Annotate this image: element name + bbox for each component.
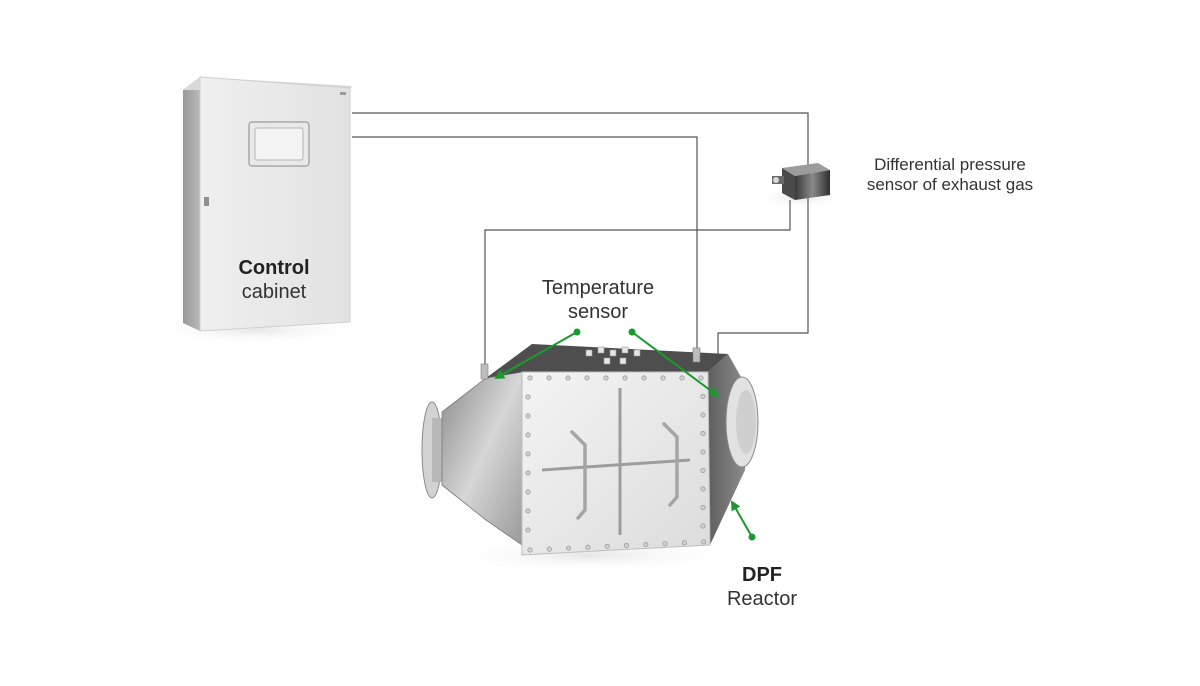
temp-sensor-right-stub-icon [692, 347, 701, 363]
bolt-icon [622, 375, 628, 381]
temp-sensor-left-stub-icon [480, 363, 489, 380]
dpf-pointer [731, 500, 753, 538]
bolt-icon [662, 541, 668, 547]
pressure-sensor-body [795, 170, 830, 200]
bolt-icon [679, 375, 685, 381]
panel-rod-right [662, 422, 679, 507]
bolt-icon [527, 375, 533, 381]
panel-bolts [525, 375, 707, 553]
panel-rod-left [570, 430, 587, 520]
bolt-icon [700, 393, 706, 399]
bolt-icon [525, 489, 531, 495]
temp-pointer-right-dot [628, 328, 636, 336]
bolt-icon [585, 544, 591, 550]
pointers [494, 331, 753, 538]
bolt-icon [546, 546, 552, 552]
pressure-sensor-device [772, 163, 830, 200]
bolt-icon [527, 547, 533, 553]
control-cabinet [183, 76, 352, 332]
bolt-icon [700, 467, 706, 473]
temperature-sensor-label: Temperature sensor [510, 276, 686, 324]
bolt-icon [660, 375, 666, 381]
temp-pointer-left-dot [573, 328, 581, 336]
wire-pressure-sensor-to-temp-sensor-left [484, 200, 791, 368]
pressure-sensor-top [782, 163, 830, 176]
control-cabinet-label: Control cabinet [200, 256, 348, 304]
dpf-pointer-dot [748, 533, 756, 541]
cabinet-display-icon [254, 127, 304, 161]
bolt-icon [700, 486, 706, 492]
bolt-icon [525, 394, 531, 400]
bolt-icon [698, 375, 704, 381]
pressure-sensor-label-line1: Differential pressure [874, 155, 1026, 174]
bolt-icon [525, 470, 531, 476]
wiring [352, 112, 809, 368]
bolt-icon [603, 375, 609, 381]
inlet-pipe [432, 418, 444, 482]
cabinet-badge-icon [340, 92, 346, 95]
bolt-icon [525, 413, 531, 419]
cabinet-handle-icon [204, 197, 209, 206]
control-cabinet-label-normal: cabinet [241, 281, 307, 303]
control-cabinet-label-bold: Control [238, 257, 310, 279]
panel-rib-horizontal [541, 458, 691, 472]
top-ports [585, 346, 641, 365]
temperature-sensor-label-line1: Temperature [541, 277, 655, 299]
bolt-icon [525, 432, 531, 438]
bolt-icon [700, 412, 706, 418]
pressure-sensor-label: Differential pressure sensor of exhaust … [820, 155, 1080, 196]
dpf-reactor [421, 344, 759, 556]
bolt-icon [566, 545, 572, 551]
pointer-dots [573, 328, 756, 541]
bolt-icon [641, 375, 647, 381]
bolt-icon [700, 430, 706, 436]
bolt-icon [643, 542, 649, 548]
bolt-icon [525, 508, 531, 514]
cabinet-front [199, 76, 351, 332]
dpf-reactor-label-normal: Reactor [726, 588, 798, 610]
wire-cabinet-to-reactor-outlet [352, 112, 809, 362]
temp-pointer-left [494, 331, 578, 379]
bolt-icon [565, 375, 571, 381]
bolt-icon [623, 542, 629, 548]
pressure-sensor-screw-icon [773, 177, 779, 183]
dpf-reactor-label-bold: DPF [742, 564, 782, 586]
bolt-icon [700, 449, 706, 455]
bolt-icon [700, 504, 706, 510]
bolt-icon [525, 451, 531, 457]
bolt-icon [584, 375, 590, 381]
inlet-cone [441, 371, 523, 546]
bolt-icon [525, 527, 531, 533]
pressure-sensor-front [782, 168, 795, 200]
outlet-flange-inner [736, 390, 756, 454]
bolt-icon [701, 539, 707, 545]
cabinet-side [183, 77, 200, 331]
pressure-sensor-label-line2: sensor of exhaust gas [866, 175, 1034, 195]
temperature-sensor-label-line2: sensor [567, 301, 629, 323]
bolt-icon [700, 523, 706, 529]
bolt-icon [546, 375, 552, 381]
dpf-reactor-label: DPF Reactor [700, 563, 824, 611]
temp-pointer-right [631, 331, 720, 398]
bolt-icon [604, 543, 610, 549]
wire-cabinet-to-temp-sensor-right [352, 136, 698, 352]
bolt-icon [681, 540, 687, 546]
